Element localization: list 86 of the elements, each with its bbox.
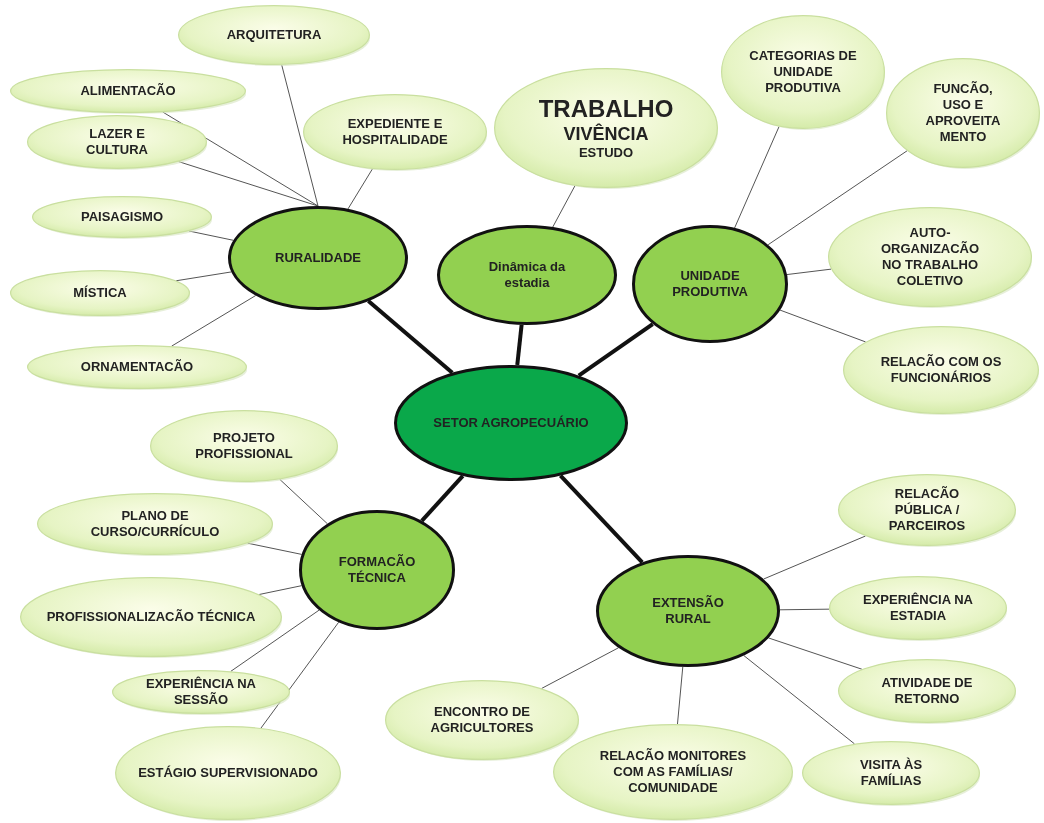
subtopic-ellipse xyxy=(10,270,190,316)
branch-line xyxy=(734,126,780,229)
connector-line xyxy=(559,474,644,564)
branch-line xyxy=(347,168,373,210)
branch-line xyxy=(281,64,319,207)
branch-line xyxy=(258,585,303,595)
subtopic-ellipse xyxy=(112,670,290,714)
subtopic-ellipse xyxy=(27,345,247,389)
topic-label: LAZER E CULTURA xyxy=(85,125,149,159)
branch-line xyxy=(247,542,303,555)
branch-line xyxy=(786,268,832,276)
branch-line xyxy=(552,185,576,228)
topic-label: EXPERIÊNCIA NA ESTADIA xyxy=(861,591,974,625)
subtopic-ellipse xyxy=(37,493,273,555)
topic-label: ESTÁGIO SUPERVISIONADO xyxy=(137,764,319,782)
connector-line xyxy=(515,324,524,366)
topic-label: CATEGORIAS DE UNIDADE PRODUTIVA xyxy=(748,47,858,97)
topic-label: ALIMENTACÃO xyxy=(79,82,177,100)
topic-ellipse xyxy=(632,225,788,343)
topic-ellipse xyxy=(228,206,408,310)
topic-label: ENCONTRO DE AGRICULTORES xyxy=(429,703,535,737)
connector-line xyxy=(577,322,654,378)
topic-ellipse xyxy=(437,225,617,325)
branch-line xyxy=(171,295,257,347)
branch-line xyxy=(188,230,234,241)
central-topic-ellipse xyxy=(394,365,628,481)
topic-ellipse xyxy=(596,555,780,667)
branch-line xyxy=(779,608,830,611)
branch-line xyxy=(768,637,863,670)
branch-line xyxy=(230,609,320,672)
topic-label: VISITA ÀS FAMÍLIAS xyxy=(858,756,924,790)
branch-line xyxy=(541,647,620,689)
subtopic-ellipse xyxy=(721,15,885,129)
branch-line xyxy=(767,150,908,246)
subtopic-ellipse xyxy=(150,410,338,482)
subtopic-ellipse xyxy=(802,741,980,805)
subtopic-ellipse xyxy=(27,115,207,169)
topic-label: ARQUITETURA xyxy=(225,26,323,44)
subtopic-ellipse xyxy=(843,326,1039,414)
subtopic-ellipse xyxy=(553,724,793,820)
topic-label: PAISAGISMO xyxy=(79,208,165,226)
topic-label: PROJETO PROFISSIONAL xyxy=(194,429,294,463)
branch-line xyxy=(676,666,684,725)
subtopic-ellipse xyxy=(886,58,1040,168)
topic-ellipse xyxy=(299,510,455,630)
topic-label: PLANO DE CURSO/CURRÍCULO xyxy=(89,507,221,541)
topic-label: EXPERIÊNCIA NA SESSÃO xyxy=(144,675,257,709)
connector-line xyxy=(420,474,465,523)
subtopic-ellipse xyxy=(838,474,1016,546)
branch-line xyxy=(260,621,340,729)
topic-label: TRABALHO xyxy=(537,95,675,123)
topic-label: SETOR AGROPECUÁRIO xyxy=(432,414,590,432)
topic-label: MÍSTICA xyxy=(72,284,128,302)
topic-label: EXPEDIENTE E HOSPITALIDADE xyxy=(341,115,449,149)
subtopic-ellipse xyxy=(20,577,282,657)
subtopic-ellipse xyxy=(828,207,1032,307)
subtopic-ellipse xyxy=(838,659,1016,723)
subtopic-ellipse xyxy=(494,68,718,188)
topic-label: VIVÊNCIA xyxy=(562,123,650,146)
subtopic-ellipse xyxy=(115,726,341,820)
topic-label: ORNAMENTACÃO xyxy=(79,358,195,376)
subtopic-ellipse xyxy=(32,196,212,238)
topic-label: ATIVIDADE DE RETORNO xyxy=(880,674,974,708)
subtopic-ellipse xyxy=(303,94,487,170)
topic-label: AUTO- ORGANIZACÃO NO TRABALHO COLETIVO xyxy=(879,224,981,290)
topic-label: EXTENSÃO RURAL xyxy=(651,594,725,628)
branch-line xyxy=(279,478,328,525)
topic-label: RURALIDADE xyxy=(274,249,362,267)
topic-label: ESTUDO xyxy=(577,145,635,161)
connector-line xyxy=(367,299,454,375)
topic-label: Dinâmica da estadia xyxy=(487,258,567,292)
topic-label: FORMACÃO TÉCNICA xyxy=(337,553,417,587)
subtopic-ellipse xyxy=(829,576,1007,640)
branch-line xyxy=(175,271,232,282)
topic-label: FUNCÃO, USO E APROVEITA MENTO xyxy=(924,80,1002,146)
branch-line xyxy=(743,655,855,745)
branch-line xyxy=(779,309,867,343)
topic-label: RELACÃO COM OS FUNCIONÁRIOS xyxy=(879,353,1003,387)
branch-line xyxy=(763,535,866,580)
topic-label: RELACÃO PÚBLICA / PARCEIROS xyxy=(887,485,967,535)
subtopic-ellipse xyxy=(385,680,579,760)
topic-label: UNIDADE PRODUTIVA xyxy=(671,267,749,301)
subtopic-ellipse xyxy=(10,69,246,113)
subtopic-ellipse xyxy=(178,5,370,65)
topic-label: RELACÃO MONITORES COM AS FAMÍLIAS/ COMUNIDADE xyxy=(598,747,748,797)
topic-label: PROFISSIONALIZACÃO TÉCNICA xyxy=(45,608,257,626)
